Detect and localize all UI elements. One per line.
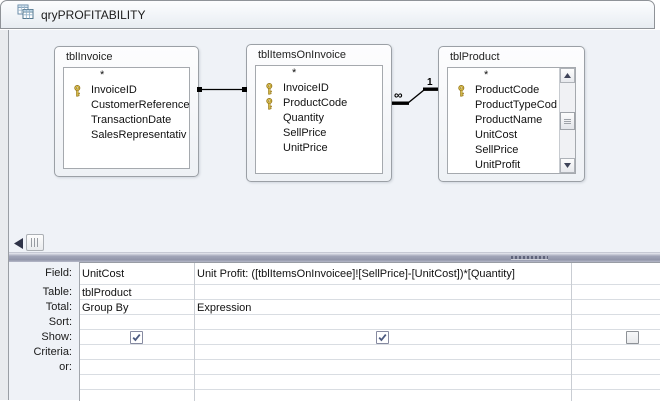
query-design-grid: UnitCost Unit Profit: ([tblItemsOnInvoic… [79, 262, 660, 401]
show-checkbox-col3[interactable] [626, 331, 639, 344]
table-box-tblitemsoninvoice[interactable]: tblItemsOnInvoice * InvoiceID ProductCod… [246, 44, 392, 182]
grid-row-label-or: or: [59, 360, 72, 373]
grid-row-field [79, 263, 660, 285]
pane-splitter[interactable] [9, 252, 660, 262]
field-row[interactable]: InvoiceID [256, 81, 382, 96]
triangle-left-icon [13, 237, 23, 249]
field-row[interactable]: SalesRepresentativ [91, 129, 187, 141]
vertical-lines-icon [30, 238, 40, 247]
field-list-scrollbar[interactable] [559, 68, 575, 173]
field-row[interactable]: * [292, 67, 297, 79]
field-list-tblinvoice: * InvoiceID CustomerReference Transactio… [63, 67, 190, 169]
table-title[interactable]: tblItemsOnInvoice [258, 49, 347, 61]
grid-row-or [79, 360, 660, 375]
grid-row-label-field: Field: [45, 267, 72, 279]
query-icon [17, 4, 34, 25]
document-tab[interactable]: qryPROFITABILITY [0, 0, 655, 29]
table-box-tblinvoice[interactable]: tblInvoice * InvoiceID CustomerReference… [54, 46, 199, 177]
splitter-grip-icon [511, 256, 548, 259]
grid-row-total [79, 300, 660, 315]
scroll-down-button[interactable] [560, 158, 575, 173]
page-title: qryPROFITABILITY [41, 7, 146, 22]
query-design-surface: tblInvoice * InvoiceID CustomerReference… [8, 30, 660, 401]
triangle-down-icon [564, 163, 571, 168]
table-title[interactable]: tblProduct [450, 51, 500, 63]
grid-cell-table-col1[interactable]: tblProduct [82, 286, 132, 299]
field-row[interactable]: UnitPrice [283, 142, 328, 154]
show-checkbox-col1[interactable] [130, 331, 143, 344]
field-row[interactable]: InvoiceID [64, 83, 189, 98]
field-row[interactable]: ProductTypeCod [475, 99, 557, 111]
grid-row-label-table: Table: [42, 285, 72, 298]
check-icon [378, 334, 387, 342]
many-symbol: ∞ [394, 88, 403, 102]
primary-key-icon [264, 83, 275, 96]
field-row[interactable]: ProductCode [256, 96, 382, 111]
window-left-margin [0, 30, 8, 400]
primary-key-icon [72, 85, 83, 98]
grid-cell-total-col2[interactable]: Expression [197, 301, 252, 314]
field-row[interactable]: CustomerReference [91, 99, 189, 111]
scroll-up-button[interactable] [560, 68, 575, 83]
grid-row-label-total: Total: [45, 300, 72, 313]
grid-row-label-show: Show: [41, 330, 72, 343]
scrollbar-thumb[interactable] [560, 112, 575, 130]
field-row[interactable]: UnitProfit [475, 159, 521, 171]
grid-row-sort [79, 315, 660, 330]
field-row[interactable]: TransactionDate [91, 114, 172, 126]
field-row[interactable]: * [100, 69, 105, 81]
grid-row-criteria [79, 345, 660, 360]
field-list-tblitemsoninvoice: * InvoiceID ProductCode Quantity SellPri… [255, 65, 383, 174]
check-icon [132, 334, 141, 342]
field-row[interactable]: ProductCode [448, 83, 559, 98]
field-row[interactable]: SellPrice [475, 144, 519, 156]
table-box-tblproduct[interactable]: tblProduct * ProductCode ProductTypeCod … [438, 46, 585, 182]
pane-splitter-handle-button[interactable] [26, 234, 44, 251]
show-checkbox-col2[interactable] [376, 331, 389, 344]
grid-cell-total-col1[interactable]: Group By [82, 301, 129, 314]
field-row[interactable]: * [484, 69, 489, 81]
primary-key-icon [264, 98, 275, 111]
primary-key-icon [456, 85, 467, 98]
grid-row-show [79, 330, 660, 345]
grid-cell-field-col2[interactable]: Unit Profit: ([tblItemsOnInvoicee]![Sell… [197, 268, 515, 280]
grid-row-label-criteria: Criteria: [33, 345, 72, 358]
thumb-grip-icon [564, 118, 571, 124]
triangle-up-icon [564, 73, 571, 78]
field-row[interactable]: ProductName [475, 114, 543, 126]
field-list-tblproduct: * ProductCode ProductTypeCod ProductName… [447, 67, 576, 174]
field-row[interactable]: UnitCost [475, 129, 518, 141]
grid-row-table [79, 285, 660, 300]
one-symbol: 1 [427, 77, 433, 88]
grid-row-label-sort: Sort: [48, 315, 72, 328]
grid-cell-field-col1[interactable]: UnitCost [82, 268, 125, 280]
field-row[interactable]: SellPrice [283, 127, 327, 139]
scroll-left-button[interactable] [11, 235, 25, 251]
table-title[interactable]: tblInvoice [66, 51, 113, 63]
field-row[interactable]: Quantity [283, 112, 324, 124]
grid-row-empty [79, 375, 660, 390]
